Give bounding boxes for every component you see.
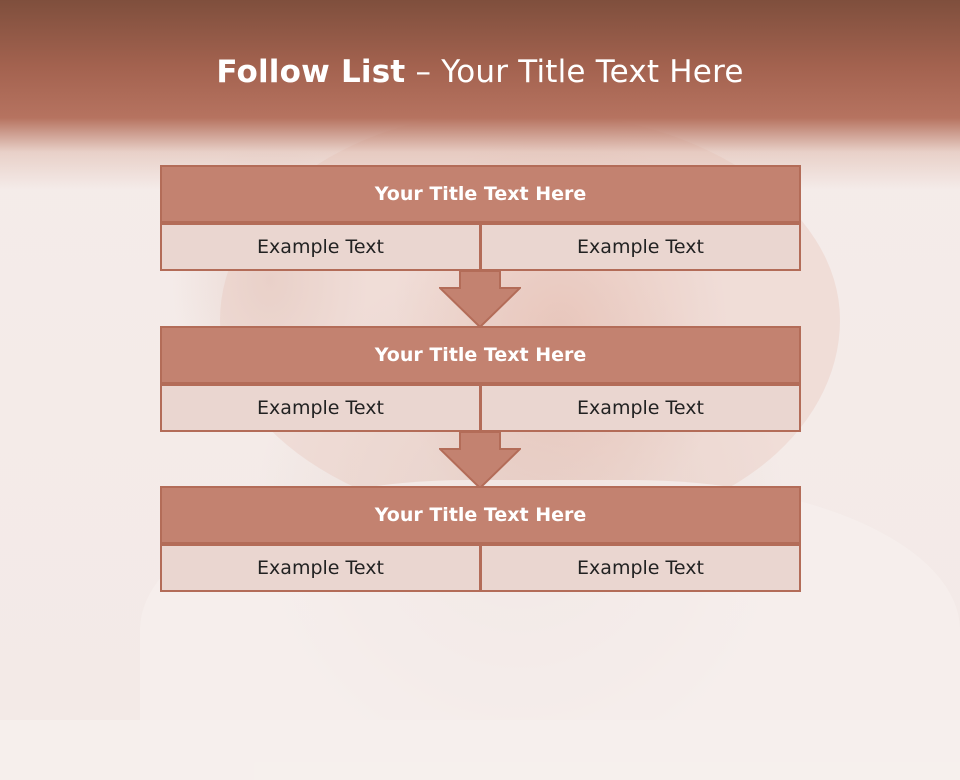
flow-step-title: Your Title Text Here: [160, 326, 801, 384]
flow-step-left-text: Example Text: [160, 544, 481, 592]
flow-step-title: Your Title Text Here: [160, 486, 801, 544]
slide-title: Follow List – Your Title Text Here: [0, 54, 960, 90]
flow-step-right-text: Example Text: [480, 223, 801, 271]
flow-step-3: Your Title Text Here Example Text Exampl…: [160, 486, 801, 592]
flow-step-1: Your Title Text Here Example Text Exampl…: [160, 165, 801, 271]
down-arrow-icon: [439, 270, 521, 328]
down-arrow-icon: [439, 431, 521, 489]
slide-title-bold: Follow List: [216, 54, 406, 90]
flow-step-right-text: Example Text: [480, 544, 801, 592]
slide-title-rest: – Your Title Text Here: [405, 54, 744, 90]
flow-step-2: Your Title Text Here Example Text Exampl…: [160, 326, 801, 432]
title-banner: [0, 0, 960, 190]
flow-step-left-text: Example Text: [160, 384, 481, 432]
flow-step-title: Your Title Text Here: [160, 165, 801, 223]
flow-step-right-text: Example Text: [480, 384, 801, 432]
flow-step-left-text: Example Text: [160, 223, 481, 271]
